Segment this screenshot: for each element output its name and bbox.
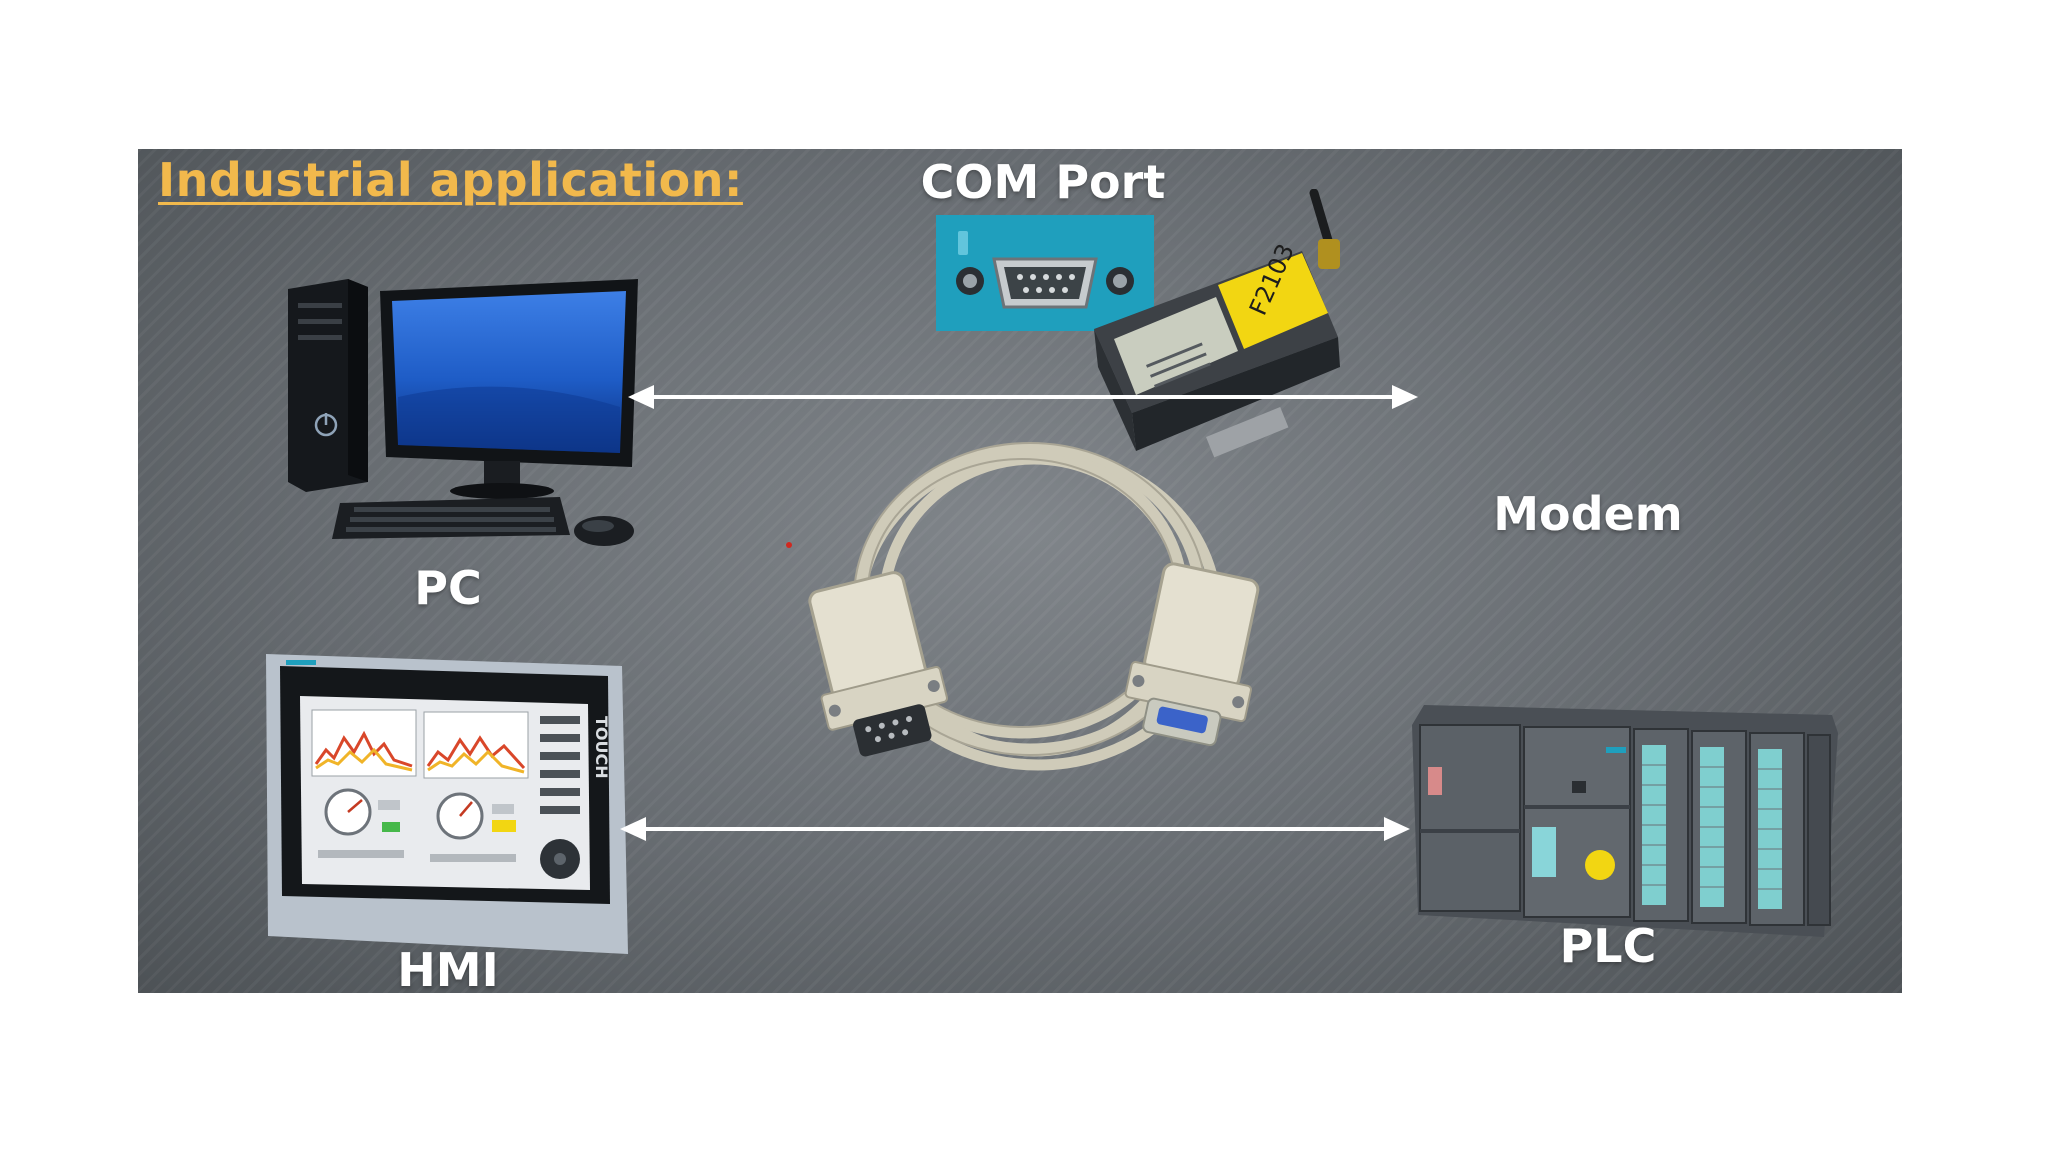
modem-icon: F2103 [1088,188,1358,493]
hmi-plc-double-arrow [620,815,1410,847]
plc-rack-icon [1412,705,1838,941]
diagram-slide: Industrial application: COM Port [138,149,1902,993]
db9-com-port-icon [936,215,1154,335]
slide-title: Industrial application: [158,153,743,207]
com-port-label: COM Port [920,155,1166,209]
desktop-computer-icon [288,277,638,556]
modem-label: Modem [1493,487,1683,541]
hmi-touch-panel-icon: TOUCH [266,654,628,958]
pointer-dot [786,542,792,548]
pc-label: PC [414,561,482,615]
pc-modem-double-arrow [628,383,1418,415]
plc-label: PLC [1559,919,1657,973]
hmi-bezel-text: TOUCH [592,716,611,779]
serial-cable-icon [798,419,1288,823]
hmi-label: HMI [397,943,499,993]
